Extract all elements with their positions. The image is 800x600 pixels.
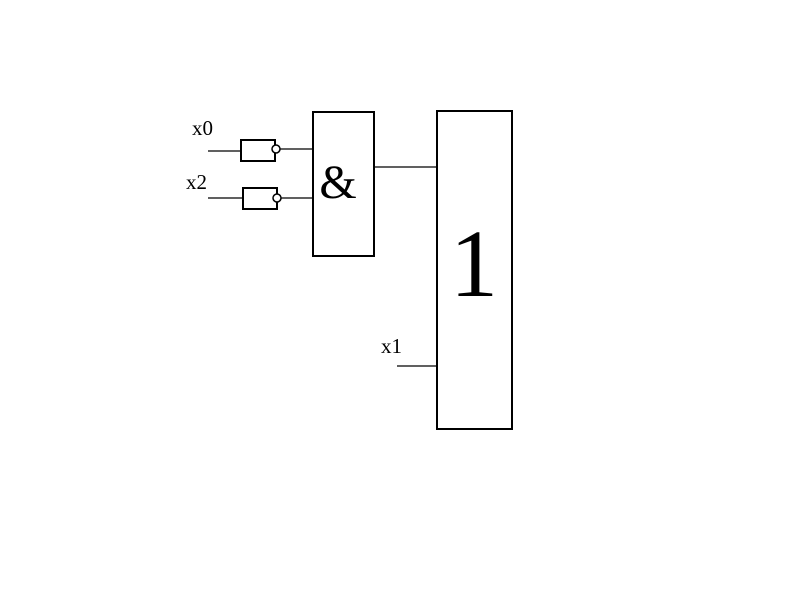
or-gate-symbol: 1 — [450, 210, 498, 317]
input-label-x0: x0 — [192, 116, 213, 140]
input-label-x1: x1 — [381, 334, 402, 358]
inverter-x0 — [240, 139, 276, 162]
inverter-bubble-x2 — [272, 193, 282, 203]
or-gate — [436, 110, 513, 430]
inverter-x2 — [242, 187, 278, 210]
input-label-x2: x2 — [186, 170, 207, 194]
inverter-bubble-x0 — [271, 144, 281, 154]
and-gate — [312, 111, 375, 257]
and-gate-symbol: & — [319, 156, 356, 209]
